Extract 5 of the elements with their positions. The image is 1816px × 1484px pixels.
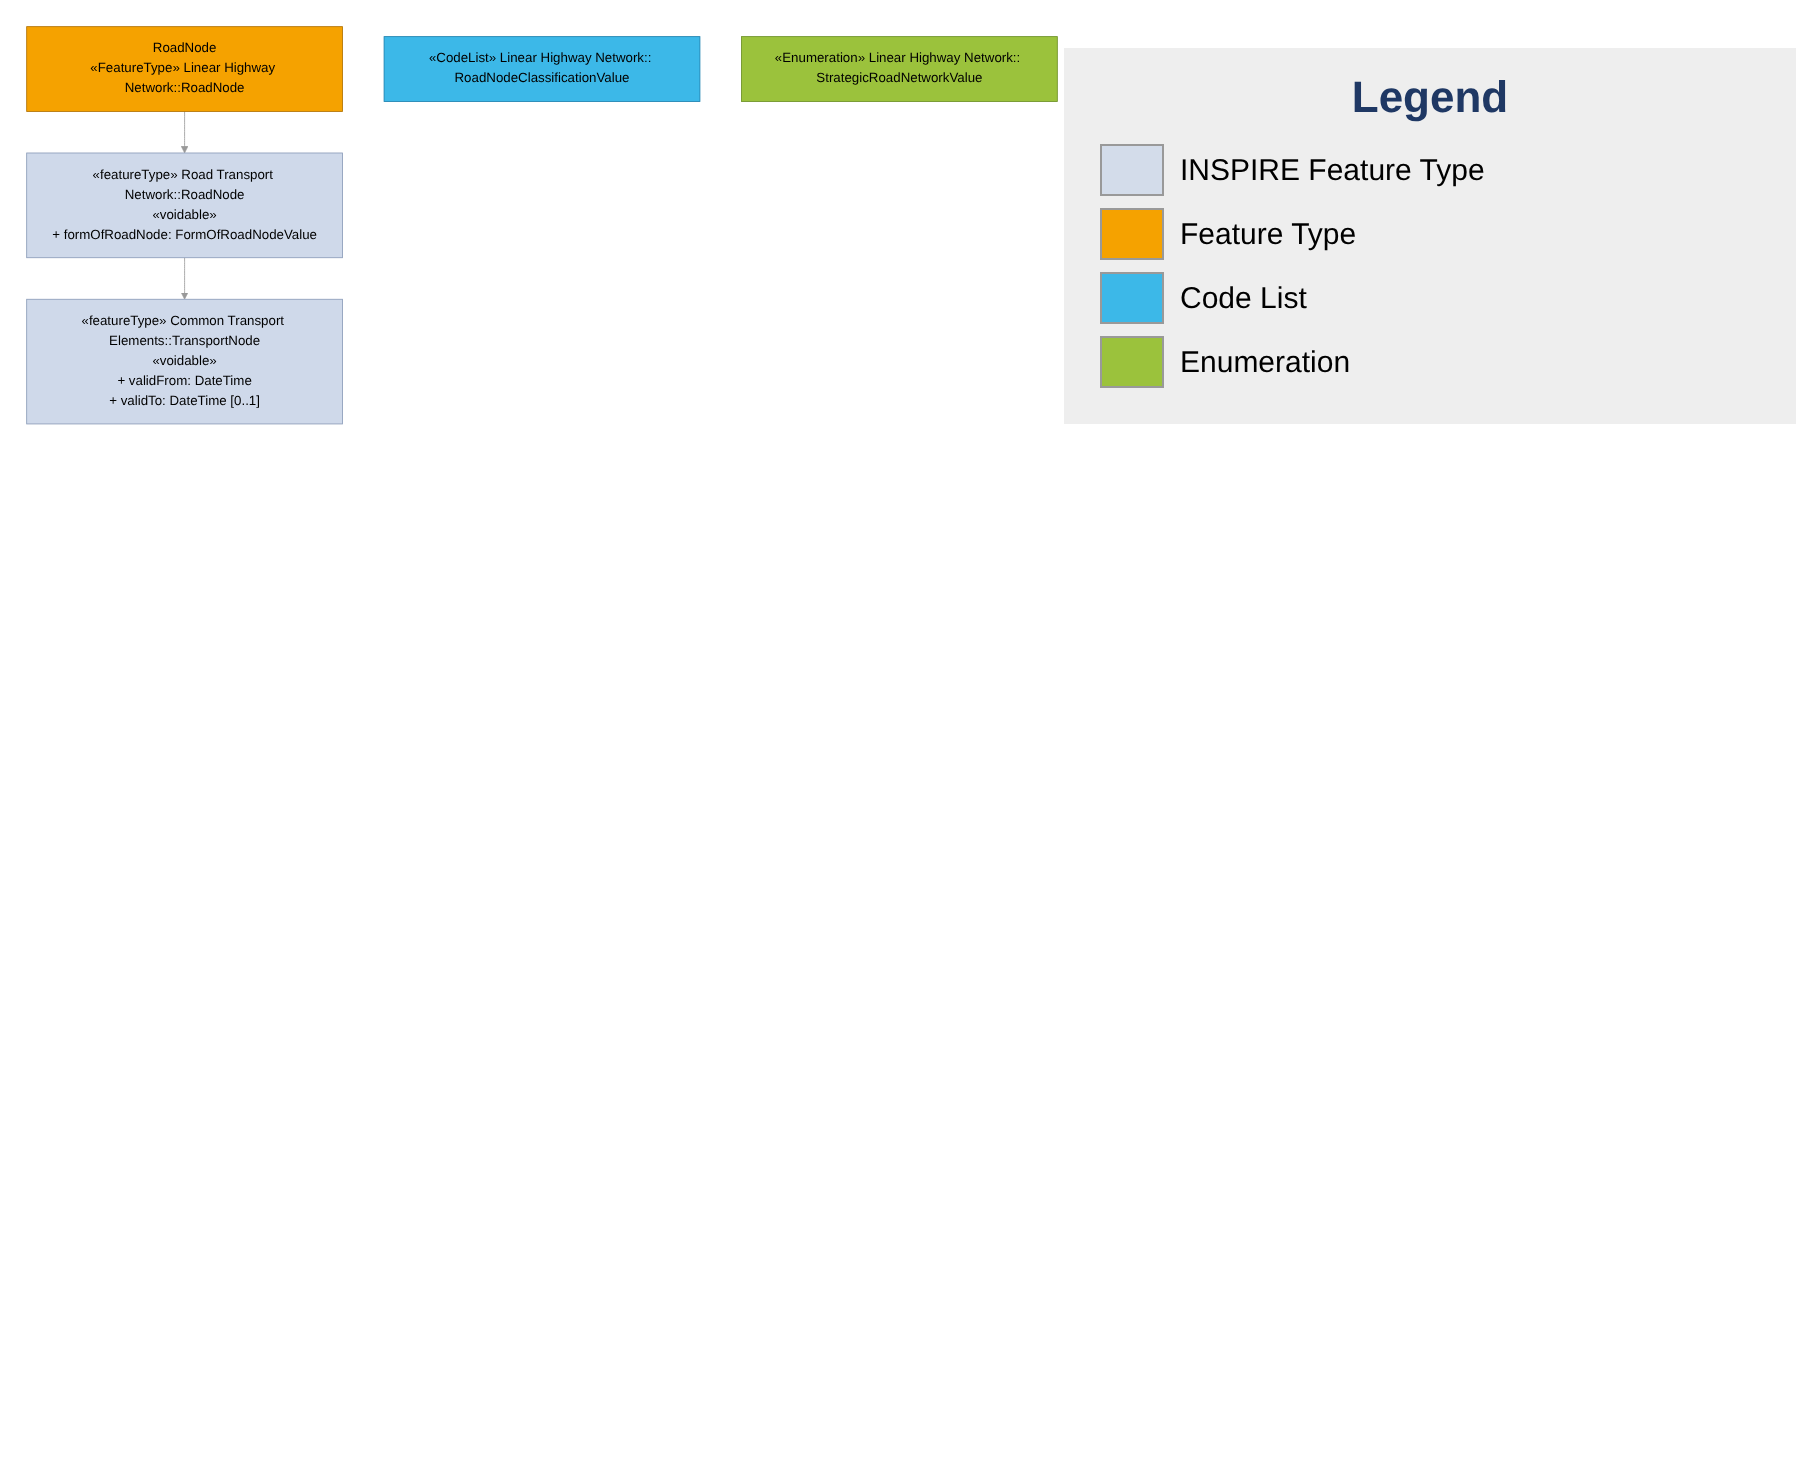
legend-text: Feature Type	[1180, 217, 1357, 251]
legend-text: Enumeration	[1180, 345, 1351, 379]
legend-text: Code List	[1180, 281, 1307, 315]
legend-text: INSPIRE Feature Type	[1180, 153, 1485, 187]
legend-title: Legend	[1349, 72, 1511, 124]
